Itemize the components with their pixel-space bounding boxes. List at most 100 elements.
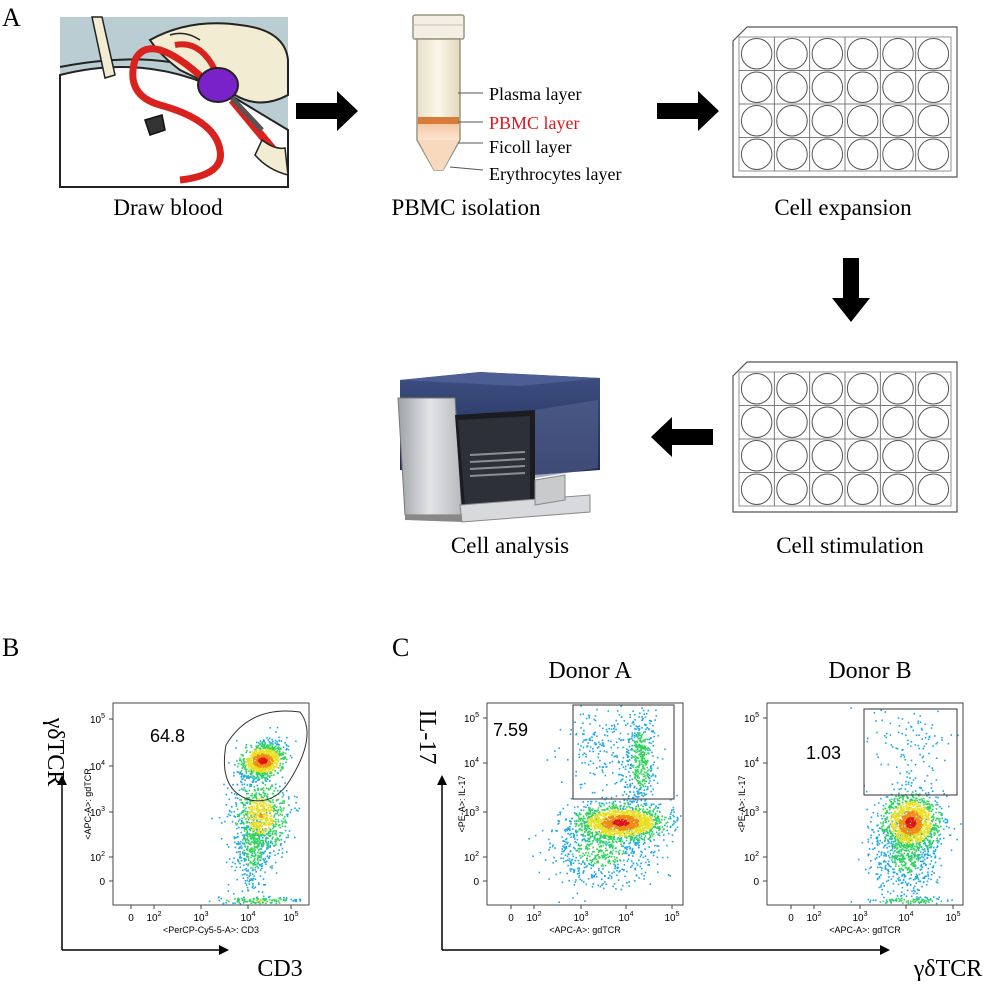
x-tick-label: 103 [193,911,208,924]
panel-c-outer-axes [437,775,890,955]
step-label-pbmc-isolation: PBMC isolation [392,195,541,220]
plate-stimulation-well [776,406,808,438]
plate-stimulation-well [811,440,844,472]
y-axis-label: <APC-A>: gdTCR [83,768,93,840]
plot-frame [766,702,964,906]
gate-percentage: 7.59 [493,720,528,740]
step-label-draw-blood: Draw blood [113,195,223,220]
x-tick-label: 104 [240,911,255,924]
gate-percentage: 64.8 [150,726,185,746]
tube-label-plasma: Plasma layer [489,84,581,104]
x-tick-label: 105 [664,911,679,924]
plate-expansion-well [811,71,844,103]
donor-b-title: Donor B [828,658,911,684]
x-tick-label: 103 [573,911,588,924]
plate-stimulation-well [740,473,773,505]
plate-stimulation-well [776,473,808,505]
x-tick-label: 0 [128,913,134,924]
donor-a-title: Donor A [548,658,632,684]
plate-stimulation-well [811,373,844,405]
gate-percentage: 1.03 [806,743,841,763]
x-axis-label: <APC-A>: gdTCR [829,925,901,935]
x-tick-label: 105 [945,911,960,924]
y-tick-label: 103 [464,806,479,819]
y-axis-label: <PE-A>: IL-17 [457,775,467,832]
plate-expansion-well [882,71,914,103]
tube-layer-leaders [449,92,484,171]
x-tick-label: 103 [852,911,867,924]
x-tick-label: 102 [806,911,821,924]
plate-expansion-well [776,71,808,103]
plate-stimulation-well [776,373,808,405]
y-tick-label: 105 [464,712,479,725]
plate-expansion-well [917,138,950,170]
plate-expansion-well [776,105,808,137]
y-tick-label: 104 [90,760,105,773]
x-tick-label: 105 [283,911,298,924]
panel-label-c: C [392,633,409,662]
plate-expansion-well [846,38,879,70]
y-tick-label: 102 [744,851,759,864]
step-label-cell-expansion: Cell expansion [774,195,912,220]
plate-expansion-well [811,105,844,137]
well-plate-expansion [732,26,958,178]
plate-stimulation-well [882,440,914,472]
plate-expansion-well [811,138,844,170]
tube-label-erythrocytes: Erythrocytes layer [489,164,621,184]
gate-rectangle [863,708,958,796]
plate-expansion-well [740,38,773,70]
y-tick-label: 103 [90,806,105,819]
plate-expansion-well [846,138,879,170]
panel-b-y-outer-label: γδTCR [42,717,68,787]
plate-expansion-well [917,105,950,137]
y-tick-label: 105 [744,712,759,725]
plate-stimulation-well [740,406,773,438]
plate-stimulation-well [917,473,950,505]
panel-b-x-outer-label: CD3 [257,956,302,982]
x-tick-label: 102 [526,911,541,924]
y-tick-label: 103 [744,806,759,819]
y-tick-label: 102 [90,851,105,864]
plate-expansion-well [776,38,808,70]
plate-expansion-well [740,138,773,170]
plate-stimulation-well [846,373,879,405]
y-axis-label: <PE-A>: IL-17 [737,775,747,832]
y-tick-label: 104 [744,757,759,770]
plate-expansion-well [882,138,914,170]
plate-stimulation-well [846,406,879,438]
well-plate-stimulation [732,361,958,513]
gate-polygon [223,710,308,802]
plate-expansion-well [740,105,773,137]
gate-rectangle [572,704,675,800]
centrifuge-tube [412,14,465,171]
plate-stimulation-well [846,473,879,505]
plate-expansion-well [846,71,879,103]
plate-expansion-well [740,71,773,103]
y-tick-label: 0 [99,877,105,888]
draw-blood-illustration [59,16,289,188]
plate-expansion-well [917,38,950,70]
plate-expansion-well [882,38,914,70]
plate-stimulation-well [811,473,844,505]
plate-expansion-well [846,105,879,137]
plate-stimulation-well [917,373,950,405]
step-label-cell-analysis: Cell analysis [451,533,569,558]
plate-stimulation-well [846,440,879,472]
y-tick-label: 0 [473,877,479,888]
flow-cytometer-illustration [397,372,600,523]
step-label-cell-stimulation: Cell stimulation [776,533,924,558]
plate-expansion-well [917,71,950,103]
arrow-down [832,258,870,322]
plate-stimulation-well [882,473,914,505]
plate-stimulation-well [882,373,914,405]
x-tick-label: 104 [898,911,913,924]
plot-frame [112,702,310,906]
arrow-right-1 [296,91,358,131]
x-tick-label: 0 [788,913,794,924]
plot-frame [486,702,684,906]
plate-expansion-well [811,38,844,70]
x-tick-label: 0 [508,913,514,924]
